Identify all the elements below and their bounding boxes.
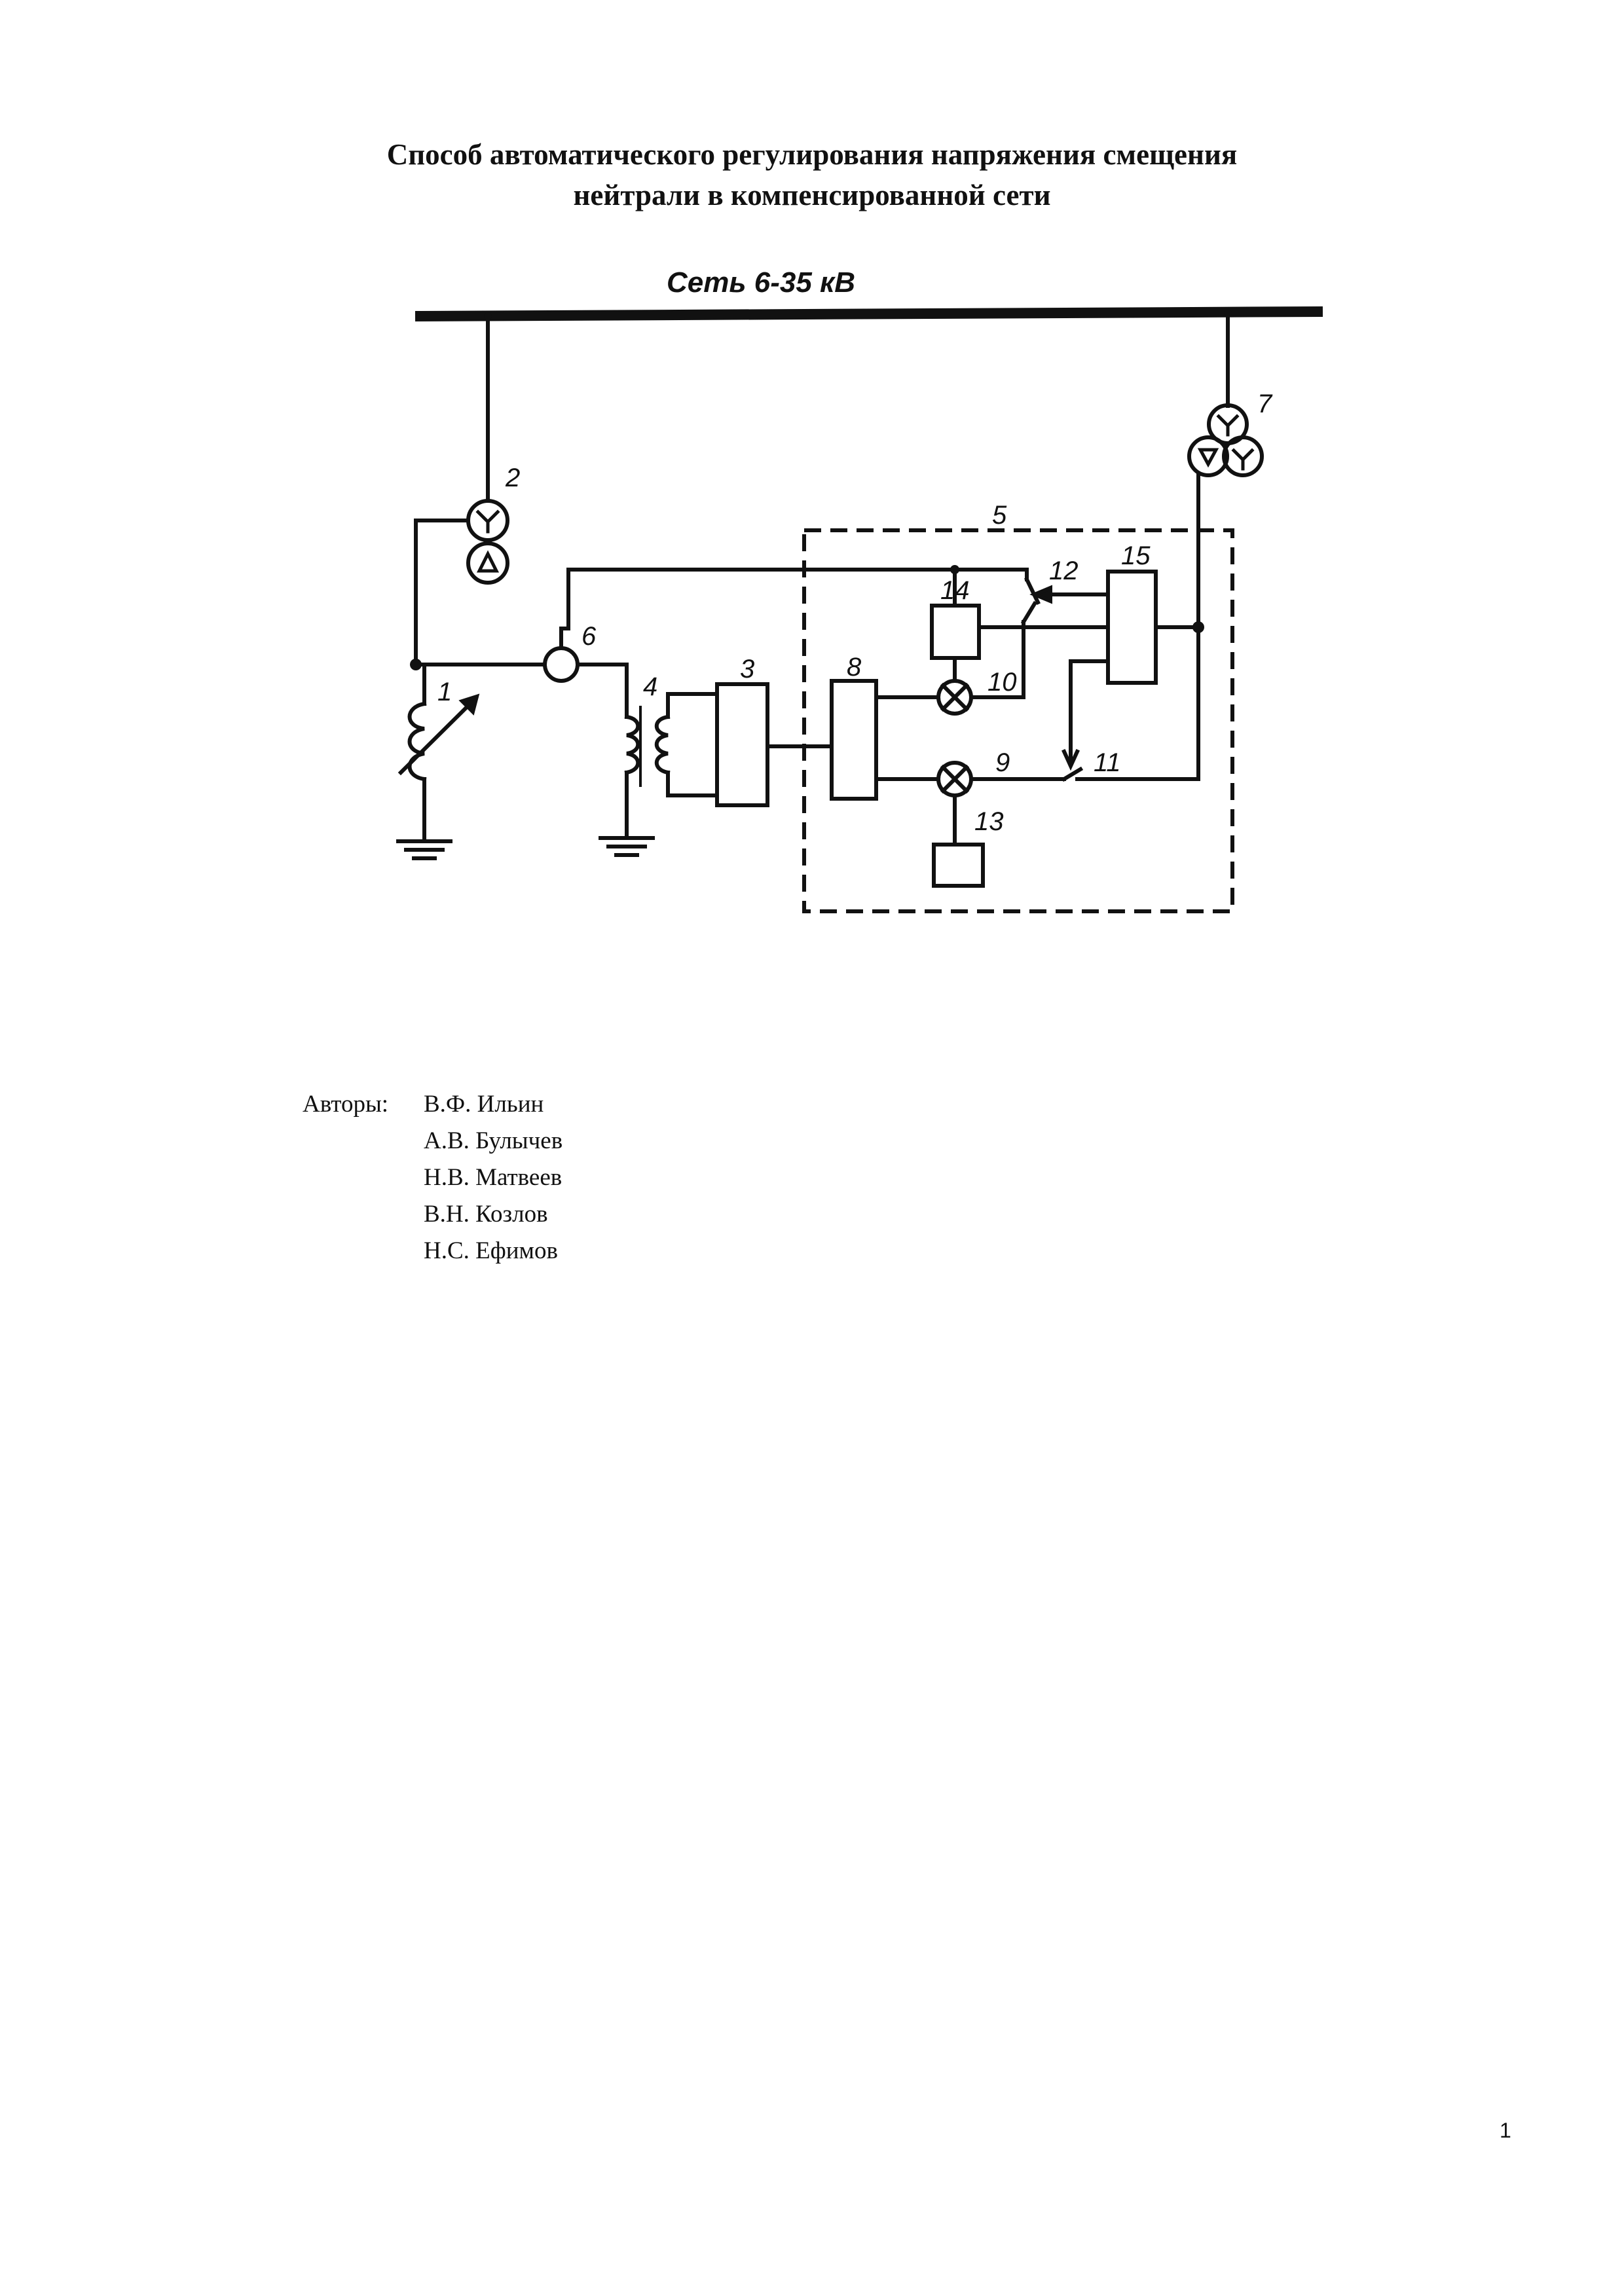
block-8 — [830, 679, 878, 801]
comparator-9 — [936, 761, 1066, 847]
author-name: А.В. Булычев — [424, 1127, 563, 1154]
label-6: 6 — [581, 622, 597, 651]
block-14 — [930, 604, 981, 660]
comparator-10 — [936, 620, 1025, 716]
label-7: 7 — [1257, 390, 1273, 418]
voltage-transformer-4 — [599, 663, 719, 857]
authors-list: В.Ф. Ильин А.В. Булычев Н.В. Матвеев В.Н… — [424, 1090, 563, 1273]
authors-label: Авторы: — [303, 1091, 389, 1118]
label-1: 1 — [437, 678, 452, 706]
label-8: 8 — [847, 653, 862, 682]
document-title: Способ автоматического регулирования нап… — [0, 134, 1624, 215]
arc-suppression-reactor-1 — [396, 663, 480, 860]
label-12: 12 — [1049, 556, 1079, 585]
transformer-7 — [1187, 311, 1264, 781]
label-2: 2 — [505, 464, 520, 492]
label-3: 3 — [740, 655, 754, 683]
junction-14 — [950, 565, 959, 574]
label-10: 10 — [987, 668, 1017, 697]
control-unit-5 — [802, 528, 1234, 913]
author-name: В.Н. Козлов — [424, 1201, 548, 1228]
network-label: Сеть 6-35 кВ — [667, 266, 855, 299]
block-13 — [932, 843, 985, 888]
label-14: 14 — [940, 576, 970, 605]
switch-12 — [1020, 568, 1110, 625]
label-11: 11 — [1094, 748, 1121, 777]
network-bus — [415, 306, 1323, 322]
transformer-2 — [414, 314, 509, 666]
block-15 — [1106, 570, 1158, 685]
page-number: 1 — [1500, 2119, 1511, 2142]
label-15: 15 — [1121, 541, 1151, 570]
label-9: 9 — [995, 748, 1010, 777]
label-5: 5 — [992, 501, 1007, 530]
author-name: Н.С. Ефимов — [424, 1237, 558, 1264]
circuit-diagram: Сеть 6-35 кВ — [396, 266, 1323, 913]
author-name: Н.В. Матвеев — [424, 1164, 563, 1191]
block-3 — [715, 682, 769, 807]
label-4: 4 — [643, 672, 657, 701]
title-line-1: Способ автоматического регулирования нап… — [386, 138, 1238, 171]
author-name: В.Ф. Ильин — [424, 1091, 544, 1118]
title-line-2: нейтрали в компенсированной сети — [573, 179, 1051, 211]
switch-11 — [1061, 766, 1200, 782]
label-13: 13 — [974, 807, 1004, 836]
